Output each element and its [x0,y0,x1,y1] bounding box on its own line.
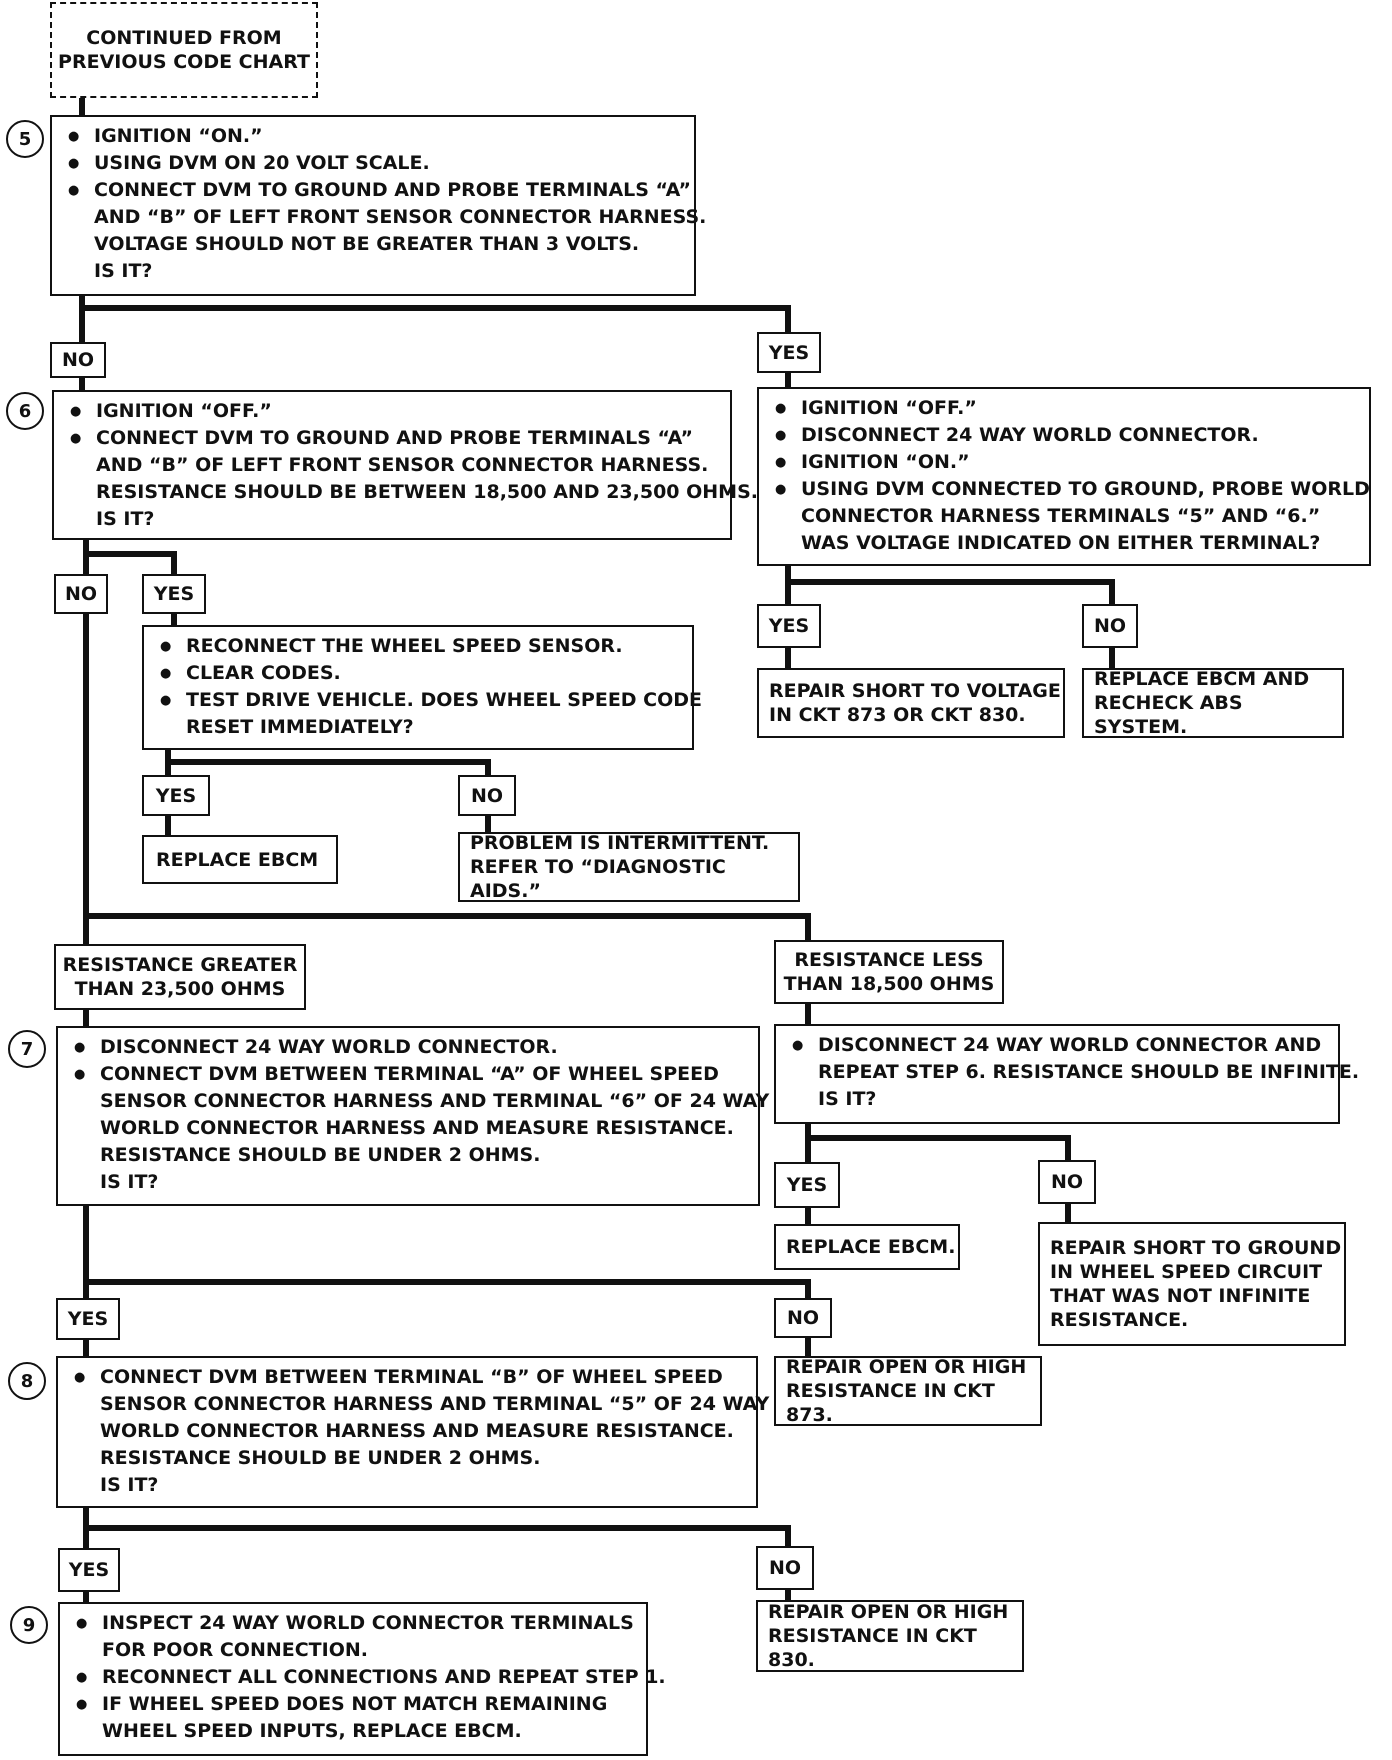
step-number-9: 9 [10,1606,48,1644]
voltage-no-label: NO [1082,604,1138,648]
infinite-resistance-box: DISCONNECT 24 WAY WORLD CONNECTOR ANDREP… [774,1024,1359,1124]
repair-open-873-box: REPAIR OPEN OR HIGH RESISTANCE IN CKT 87… [774,1356,1042,1426]
voltage-check-item: IGNITION “ON.” [769,449,1359,476]
step-7-box: DISCONNECT 24 WAY WORLD CONNECTOR. CONNE… [56,1026,769,1206]
step-9-item: RECONNECT ALL CONNECTIONS AND REPEAT STE… [70,1664,666,1691]
reconnect-item: RECONNECT THE WHEEL SPEED SENSOR. [154,633,682,660]
voltage-yes-label: YES [757,604,821,648]
step-number-6: 6 [6,392,44,430]
infinite-no-label: NO [1038,1160,1096,1204]
step-6-no-label: NO [54,574,108,614]
continued-from-box: CONTINUED FROM PREVIOUS CODE CHART [50,2,318,98]
step-6-box: IGNITION “OFF.” CONNECT DVM TO GROUND AN… [52,390,758,540]
step-8-yes-label: YES [58,1548,120,1592]
repair-short-ground-box: REPAIR SHORT TO GROUND IN WHEEL SPEED CI… [1038,1222,1346,1346]
voltage-check-box: IGNITION “OFF.” DISCONNECT 24 WAY WORLD … [757,387,1371,566]
step-7-no-label: NO [774,1298,832,1338]
voltage-check-item: USING DVM CONNECTED TO GROUND, PROBE WOR… [769,476,1370,557]
step-7-item: CONNECT DVM BETWEEN TERMINAL “A” OF WHEE… [68,1061,769,1196]
step-number-7: 7 [8,1030,46,1068]
step-9-box: INSPECT 24 WAY WORLD CONNECTOR TERMINALS… [58,1602,666,1756]
step-6-yes-label: YES [142,574,206,614]
replace-ebcm-period-box: REPLACE EBCM. [774,1224,960,1270]
repair-open-830-box: REPAIR OPEN OR HIGH RESISTANCE IN CKT 83… [756,1600,1024,1672]
step-number-8: 8 [8,1362,46,1400]
step-7-item: DISCONNECT 24 WAY WORLD CONNECTOR. [68,1034,748,1061]
step-5-item: IGNITION “ON.” [62,123,684,150]
reconnect-no-label: NO [458,775,516,816]
replace-ebcm-box: REPLACE EBCM [142,835,338,884]
intermittent-box: PROBLEM IS INTERMITTENT. REFER TO “DIAGN… [458,832,800,902]
step-8-box: CONNECT DVM BETWEEN TERMINAL “B” OF WHEE… [56,1356,769,1508]
infinite-yes-label: YES [774,1162,840,1208]
infinite-resistance-item: DISCONNECT 24 WAY WORLD CONNECTOR ANDREP… [786,1032,1359,1113]
step-5-yes-label: YES [757,332,821,373]
step-8-item: CONNECT DVM BETWEEN TERMINAL “B” OF WHEE… [68,1364,769,1499]
step-6-item: IGNITION “OFF.” [64,398,720,425]
reconnect-item: TEST DRIVE VEHICLE. DOES WHEEL SPEED COD… [154,687,702,741]
step-7-yes-label: YES [56,1298,120,1340]
step-5-no-label: NO [50,342,106,378]
step-5-box: IGNITION “ON.” USING DVM ON 20 VOLT SCAL… [50,115,706,296]
reconnect-item: CLEAR CODES. [154,660,682,687]
resistance-less-label: RESISTANCE LESS THAN 18,500 OHMS [774,940,1004,1004]
resistance-greater-label: RESISTANCE GREATER THAN 23,500 OHMS [54,944,306,1010]
step-9-item: INSPECT 24 WAY WORLD CONNECTOR TERMINALS… [70,1610,636,1664]
reconnect-sensor-box: RECONNECT THE WHEEL SPEED SENSOR. CLEAR … [142,625,702,750]
voltage-check-item: IGNITION “OFF.” [769,395,1359,422]
step-number-5: 5 [6,120,44,158]
step-8-no-label: NO [756,1546,814,1590]
step-5-item: USING DVM ON 20 VOLT SCALE. [62,150,684,177]
reconnect-yes-label: YES [142,775,210,816]
step-6-item: CONNECT DVM TO GROUND AND PROBE TERMINAL… [64,425,758,533]
repair-short-voltage-box: REPAIR SHORT TO VOLTAGE IN CKT 873 OR CK… [757,668,1065,738]
step-5-item: CONNECT DVM TO GROUND AND PROBE TERMINAL… [62,177,706,285]
step-9-item: IF WHEEL SPEED DOES NOT MATCH REMAININGW… [70,1691,636,1745]
voltage-check-item: DISCONNECT 24 WAY WORLD CONNECTOR. [769,422,1359,449]
replace-ebcm-recheck-box: REPLACE EBCM AND RECHECK ABS SYSTEM. [1082,668,1344,738]
